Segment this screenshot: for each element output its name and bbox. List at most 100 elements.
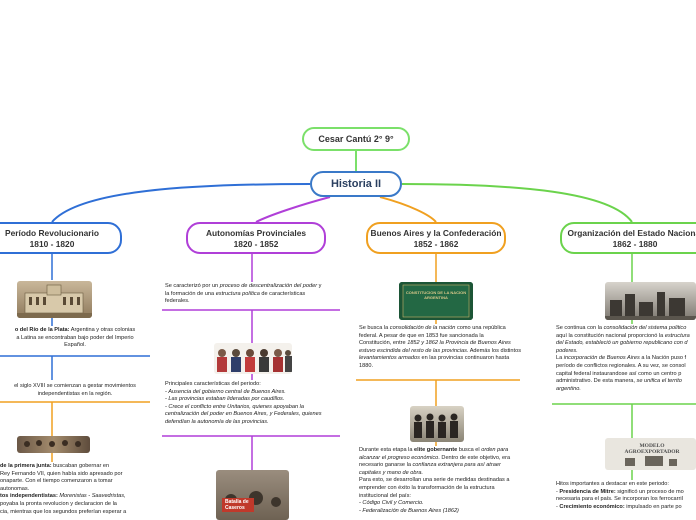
text: Constitución, entre <box>359 340 408 347</box>
text: federal. A pesar de que en 1853 fue sanc… <box>359 332 484 339</box>
branch-autonomias-provinciales[interactable]: Autonomías Provinciales 1820 - 1852 <box>186 222 326 254</box>
text-italic: - Las provincias estaban lideradas por c… <box>165 396 285 403</box>
text: Rey Fernando VII, quien había sido apres… <box>0 470 123 477</box>
text: en las provincias continuaron hasta <box>419 355 510 362</box>
text-italic: - Ausencia del gobierno central de Bueno… <box>165 388 286 395</box>
text-italic: argentino. <box>556 385 581 392</box>
text-italic: capitales y mano de obra. <box>359 469 424 476</box>
col3-text-1: Se busca la consolidación de la nación c… <box>359 325 529 371</box>
col2-text-1: Se caracterizó por un proceso de descent… <box>165 283 343 306</box>
branch-title: Organización del Estado Nacional <box>567 228 696 238</box>
text: La <box>556 355 564 362</box>
connector-branch-2 <box>255 196 331 223</box>
col2-text-2: Principales características del periodo:… <box>165 381 345 427</box>
branch-title: Autonomías Provinciales <box>205 228 307 238</box>
text: Se busca la <box>359 325 390 331</box>
text-italic: consolidación del sistema politico <box>603 325 687 331</box>
text-italic: del Estado, estableció un gobierno repub… <box>556 340 688 347</box>
col1-text-3: de la primera junta: buscaban gobernar e… <box>0 463 150 516</box>
text: aquí la constitución nacional proporcion… <box>556 332 665 339</box>
col1-text-1: o del Río de la Plata: Argentina y otras… <box>0 327 150 350</box>
text: Se caracterizó por un <box>165 283 220 289</box>
ciudad-image <box>605 282 696 320</box>
text: el siglo XVIII se comienzan a gestar mov… <box>14 383 136 389</box>
text-italic: poderes. <box>556 347 578 354</box>
text-italic: defendían la autonomía de las provincias… <box>165 418 269 425</box>
book-title: CONSTITUCION DE LA NACION ARGENTINA <box>405 290 467 300</box>
col4-text-2: Hitos importantes a destacar en este per… <box>556 481 696 511</box>
text-italic: 1852 y 1862 la Provincia de Buenos Aires <box>407 340 511 347</box>
text: administrativo. De esta manera, <box>556 378 637 385</box>
text: Para esto, se desarrollan una serie de m… <box>359 477 510 484</box>
center-node[interactable]: Historia II <box>310 171 402 197</box>
text: a la Nación puso f <box>639 355 687 362</box>
text-bold: Crecimiento económico: <box>559 503 625 510</box>
text: independentistas en la región. <box>37 390 113 397</box>
text: autonomas. <box>0 485 30 492</box>
text: cia, mientras que los segundos preferían… <box>0 508 127 515</box>
root-node[interactable]: Cesar Cantú 2° 9° <box>302 127 410 151</box>
text: Principales características del periodo: <box>165 381 261 387</box>
connector-branch-3 <box>379 196 437 223</box>
text-bold: Presidencia de Mitre: <box>559 488 616 495</box>
modelo-agroexportador-label: MODELO AGROEXPORTADOR <box>624 443 680 455</box>
text: - <box>556 488 560 495</box>
text-italic: Morenistas - Saavedristas, <box>57 493 126 500</box>
text: onaparte. Con el tiempo comenzaron a tom… <box>0 478 113 485</box>
text: impulsado en parte po <box>624 503 682 510</box>
branch-years: 1820 - 1852 <box>233 239 279 249</box>
text-italic: - Federalización de Buenos Aires (1862) <box>359 507 459 514</box>
text-italic: estuvo escindida del resto de las provin… <box>359 347 469 354</box>
branch-organizacion-estado[interactable]: Organización del Estado Nacional 1862 - … <box>560 222 696 254</box>
text: Durante esta etapa la <box>359 447 415 453</box>
text: y <box>317 283 322 289</box>
text-italic: se unifica el territo <box>636 378 682 385</box>
text-italic: - Código Civil y Comercio. <box>359 500 424 507</box>
text: Se continua con la <box>556 325 604 331</box>
text-bold: de la primera junta: <box>0 463 52 469</box>
text-italic: confianza extranjera para así atraer <box>412 462 501 469</box>
text: significó un proceso de mo <box>615 488 684 495</box>
caudillos-image <box>214 343 292 374</box>
branch-title: Período Revolucionario <box>4 228 99 238</box>
branch-years: 1810 - 1820 <box>29 239 75 249</box>
text-italic: incorporación de Buenos Aires <box>563 355 640 362</box>
text: capital federal instaurandose así como u… <box>556 370 682 377</box>
elite-gobernante-image <box>410 406 464 442</box>
text: período de conflictos regionales. A su v… <box>556 362 686 369</box>
text: institucional del país: <box>359 492 411 499</box>
cabildo-image <box>17 281 92 318</box>
text-italic: - Crece el conflicto entre Unitarios, qu… <box>165 403 304 410</box>
text: poyaba la pronta revolucion y declaracio… <box>0 500 117 507</box>
col3-text-2: Durante esta etapa la elite gobernante b… <box>359 447 539 515</box>
text-italic: consolidación de la nación <box>389 325 456 331</box>
text-bold: o del Río de la Plata: <box>14 327 70 333</box>
text: Además los distintos <box>468 347 521 354</box>
text: Español. <box>64 342 86 349</box>
branch-title: Buenos Aires y la Confederación <box>370 228 502 238</box>
text: Argentina y otras colonias <box>69 327 136 333</box>
text-italic: estructura <box>664 332 690 339</box>
text: emprender con éxito la transformación de… <box>359 484 495 491</box>
text: necesario ganarse la <box>359 462 413 469</box>
branch-buenos-aires-confederacion[interactable]: Buenos Aires y la Confederación 1852 - 1… <box>366 222 506 254</box>
text: necesaria para el país. Se incorporan lo… <box>556 496 683 503</box>
text: Hitos importantes a destacar en este per… <box>556 481 669 487</box>
col4-text-1: Se continua con la consolidación del sis… <box>556 325 696 393</box>
branch-years: 1852 - 1862 <box>413 239 459 249</box>
text: a Latina se encontraban bajo poder del I… <box>16 334 134 341</box>
connector-branch-4 <box>401 183 633 223</box>
primera-junta-image <box>17 436 90 453</box>
text: la formación de una <box>165 290 216 297</box>
constitucion-book-image: CONSTITUCION DE LA NACION ARGENTINA <box>399 282 473 320</box>
text-italic: centralización del poder en Buenos Aires… <box>165 411 322 418</box>
text-bold: elite gobernante <box>414 447 458 453</box>
connector-branch-1 <box>51 183 311 223</box>
text: federales. <box>165 298 190 305</box>
text: . Dentro de este objetivo, era <box>438 454 511 461</box>
text: 1880. <box>359 362 373 369</box>
text-italic: proceso de descentralización del poder <box>219 283 318 289</box>
branch-periodo-revolucionario[interactable]: Período Revolucionario 1810 - 1820 <box>0 222 122 254</box>
text: como una república <box>455 325 506 331</box>
